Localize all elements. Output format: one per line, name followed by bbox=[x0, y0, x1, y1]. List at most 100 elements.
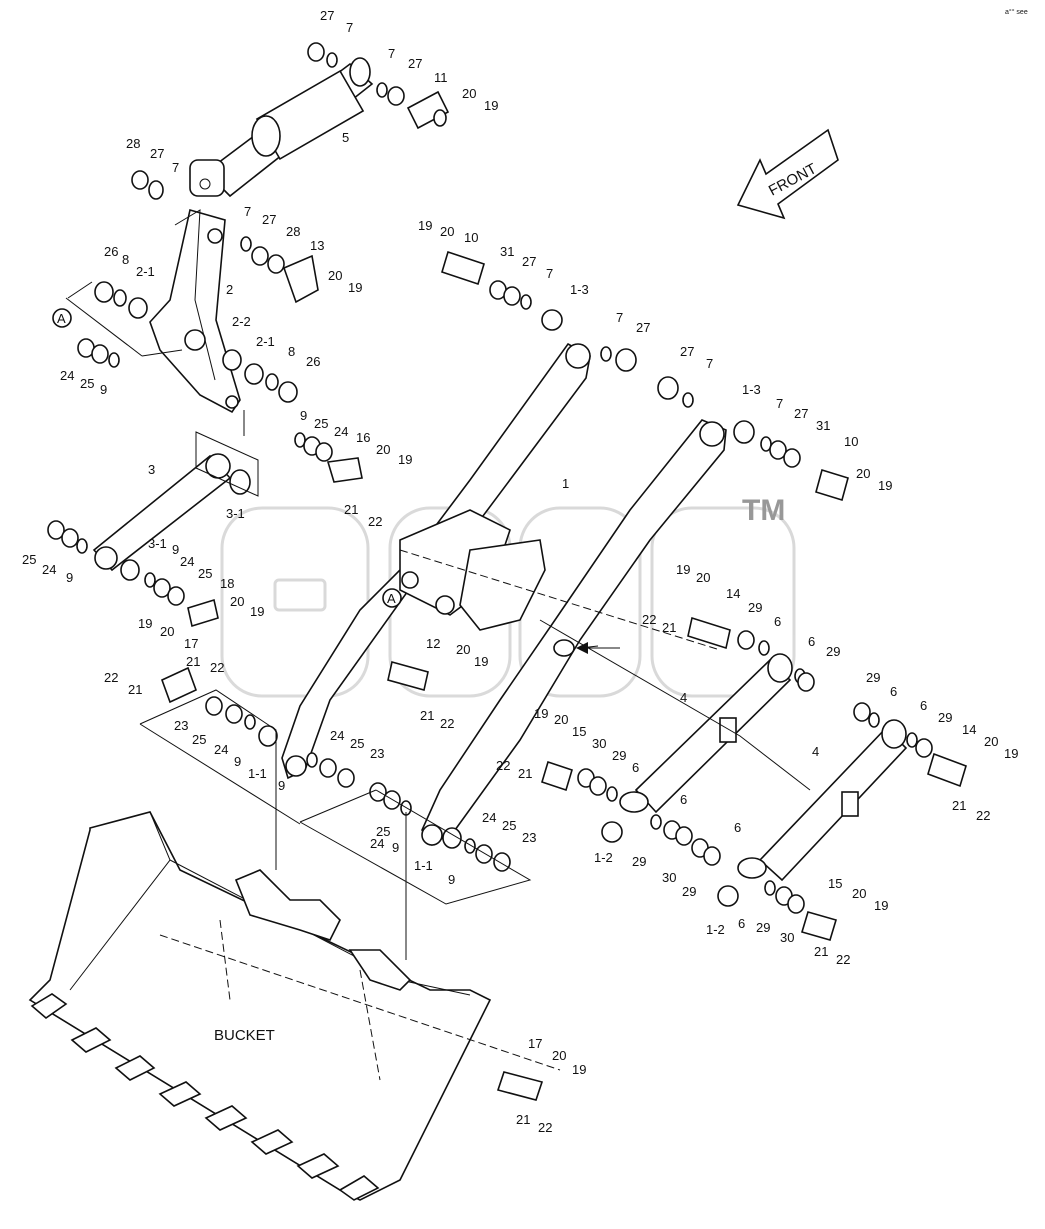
callout: 9 bbox=[392, 840, 399, 855]
callout: 19 bbox=[250, 604, 264, 619]
callout: 1-2 bbox=[706, 922, 725, 937]
callout: 19 bbox=[418, 218, 432, 233]
callout: 1-1 bbox=[414, 858, 433, 873]
callout: 2-1 bbox=[136, 264, 155, 279]
washers bbox=[47, 42, 933, 914]
callout: 20 bbox=[376, 442, 390, 457]
callout: 24 bbox=[330, 728, 344, 743]
callout: 22 bbox=[368, 514, 382, 529]
lift-cylinder-upper bbox=[619, 653, 793, 814]
callout: 8 bbox=[122, 252, 129, 267]
callout: 27 bbox=[262, 212, 276, 227]
callout: 20 bbox=[856, 466, 870, 481]
callout: 11 bbox=[434, 70, 448, 85]
arrow-icon bbox=[576, 642, 599, 654]
reference-mark-a: A bbox=[52, 308, 72, 328]
callout: 23 bbox=[522, 830, 536, 845]
callout: 2-2 bbox=[232, 314, 251, 329]
callout: 20 bbox=[230, 594, 244, 609]
callout: 6 bbox=[680, 792, 687, 807]
callout: 19 bbox=[348, 280, 362, 295]
callout: 21 bbox=[344, 502, 358, 517]
callout: 7 bbox=[776, 396, 783, 411]
callout: 20 bbox=[554, 712, 568, 727]
callout: 24 bbox=[42, 562, 56, 577]
bucket-label: BUCKET bbox=[214, 1027, 275, 1044]
callout: 3-1 bbox=[226, 506, 245, 521]
callout: 6 bbox=[632, 760, 639, 775]
callout: 7 bbox=[172, 160, 179, 175]
corner-mark: a°° see bbox=[1005, 8, 1028, 16]
callout: 25 bbox=[350, 736, 364, 751]
callout: 22 bbox=[836, 952, 850, 967]
callout: A bbox=[57, 311, 66, 326]
callout: 21 bbox=[128, 682, 142, 697]
callout: 14 bbox=[962, 722, 976, 737]
reference-mark-a: A bbox=[382, 588, 402, 608]
callout: 20 bbox=[696, 570, 710, 585]
boom bbox=[281, 342, 727, 847]
callout: 25 bbox=[198, 566, 212, 581]
callout: 20 bbox=[440, 224, 454, 239]
callout: 9 bbox=[234, 754, 241, 769]
callout: 23 bbox=[174, 718, 188, 733]
callout: 19 bbox=[138, 616, 152, 631]
pins bbox=[160, 90, 967, 1101]
callout: 29 bbox=[826, 644, 840, 659]
callout: 24 bbox=[334, 424, 348, 439]
callout: 2 bbox=[226, 282, 233, 297]
callout: 27 bbox=[680, 344, 694, 359]
lift-cylinder-lower bbox=[737, 719, 908, 882]
callout: 30 bbox=[780, 930, 794, 945]
callout: 20 bbox=[552, 1048, 566, 1063]
callout: 7 bbox=[244, 204, 251, 219]
bucket-teeth bbox=[30, 993, 380, 1201]
callout: 22 bbox=[538, 1120, 552, 1135]
callout: 29 bbox=[682, 884, 696, 899]
callout: 20 bbox=[456, 642, 470, 657]
callouts: 27 7 7 27 11 20 19 5 28 27 7 7 27 28 13 … bbox=[22, 8, 1018, 1135]
callout: 27 bbox=[522, 254, 536, 269]
callout: 19 bbox=[676, 562, 690, 577]
callout: 22 bbox=[642, 612, 656, 627]
callout: 15 bbox=[828, 876, 842, 891]
callout: 10 bbox=[464, 230, 478, 245]
callout: 7 bbox=[346, 20, 353, 35]
callout: 20 bbox=[984, 734, 998, 749]
callout: 9 bbox=[448, 872, 455, 887]
callout: 6 bbox=[890, 684, 897, 699]
callout: 22 bbox=[440, 716, 454, 731]
callout: 7 bbox=[616, 310, 623, 325]
callout: 24 bbox=[370, 836, 384, 851]
link bbox=[92, 453, 251, 572]
callout: 23 bbox=[370, 746, 384, 761]
callout: 29 bbox=[748, 600, 762, 615]
callout: 6 bbox=[774, 614, 781, 629]
callout: 1-3 bbox=[570, 282, 589, 297]
callout: 7 bbox=[388, 46, 395, 61]
callout: 31 bbox=[816, 418, 830, 433]
callout: 7 bbox=[546, 266, 553, 281]
callout: 20 bbox=[160, 624, 174, 639]
callout: 19 bbox=[874, 898, 888, 913]
callout: 6 bbox=[808, 634, 815, 649]
callout: 19 bbox=[1004, 746, 1018, 761]
callout: 22 bbox=[976, 808, 990, 823]
callout: 24 bbox=[482, 810, 496, 825]
callout: 24 bbox=[214, 742, 228, 757]
callout: 29 bbox=[938, 710, 952, 725]
callout: 15 bbox=[572, 724, 586, 739]
callout: 29 bbox=[632, 854, 646, 869]
callout: 9 bbox=[172, 542, 179, 557]
callout: 29 bbox=[756, 920, 770, 935]
callout: 27 bbox=[320, 8, 334, 23]
callout: 25 bbox=[376, 824, 390, 839]
callout: 1-3 bbox=[742, 382, 761, 397]
callout: 30 bbox=[592, 736, 606, 751]
callout: 27 bbox=[150, 146, 164, 161]
front-arrow-icon: FRONT bbox=[736, 128, 839, 220]
callout: 6 bbox=[920, 698, 927, 713]
callout: 21 bbox=[952, 798, 966, 813]
callout: 13 bbox=[310, 238, 324, 253]
